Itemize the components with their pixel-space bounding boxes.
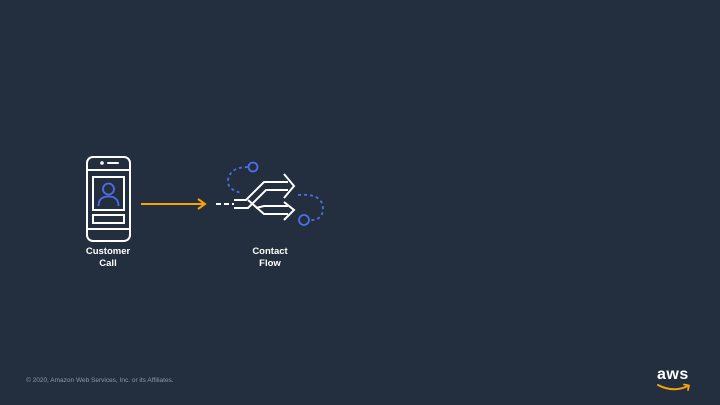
node-label-contact-flow: Contact Flow (230, 246, 310, 270)
aws-smile-icon (657, 383, 690, 391)
mobile-phone-user-icon (86, 156, 131, 242)
label-line: Customer (85, 246, 131, 257)
connector-arrow (141, 198, 207, 210)
aws-logo-text: aws (657, 366, 689, 383)
label-line: Call (99, 258, 117, 269)
merge-split-arrows-icon (216, 161, 324, 226)
node-label-customer-call: Customer Call (68, 246, 148, 270)
label-line: Contact (252, 246, 288, 257)
copyright-notice: © 2020, Amazon Web Services, Inc. or its… (26, 377, 174, 384)
aws-logo: aws (655, 366, 695, 394)
label-line: Flow (259, 258, 281, 269)
